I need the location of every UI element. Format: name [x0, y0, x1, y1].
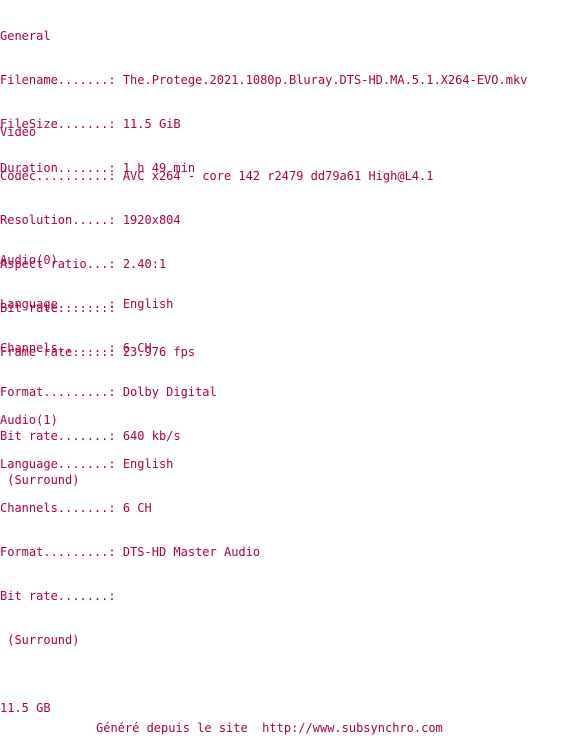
audio0-header: Audio(0)	[0, 253, 58, 267]
codec-line: Codec..........: AVC x264 - core 142 r24…	[0, 169, 434, 183]
filesize-line: FileSize.......: 11.5 GiB	[0, 117, 181, 131]
audio1-section: Audio(1) Language.......: English Channe…	[0, 384, 260, 662]
size-summary: 11.5 GB	[0, 701, 51, 715]
filename-line: Filename.......: The.Protege.2021.1080p.…	[0, 73, 528, 87]
duration-line: Duration.......: 1 h 49 min	[0, 161, 196, 175]
audio0-language-line: Language.......: English	[0, 297, 174, 311]
footer-credit: Généré depuis le site http://www.subsync…	[96, 721, 443, 735]
audio1-surround-note: (Surround)	[0, 633, 80, 647]
size-summary-section: 11.5 GB	[0, 672, 51, 730]
audio0-channels-line: Channels.......: 6 CH	[0, 341, 152, 355]
audio1-bit-rate-line: Bit rate.......:	[0, 589, 116, 603]
resolution-line: Resolution.....: 1920x804	[0, 213, 181, 227]
audio0-surround-note: (Surround)	[0, 473, 80, 487]
audio1-header: Audio(1)	[0, 413, 58, 427]
video-header: Video	[0, 125, 37, 139]
general-section: General Filename.......: The.Protege.202…	[0, 0, 527, 190]
frame-rate-line: Frame rate.....: 23.976 fps	[0, 345, 196, 359]
audio1-channels-line: Channels.......: 6 CH	[0, 501, 152, 515]
audio0-format-line: Format.........: Dolby Digital	[0, 385, 217, 399]
video-bit-rate-line: Bit rate.......:	[0, 301, 116, 315]
audio0-bit-rate-line: Bit rate.......: 640 kb/s	[0, 429, 181, 443]
aspect-ratio-line: Aspect ratio...: 2.40:1	[0, 257, 167, 271]
audio1-format-line: Format.........: DTS-HD Master Audio	[0, 545, 261, 559]
audio0-section: Audio(0) Language.......: English Channe…	[0, 224, 217, 502]
general-header: General	[0, 29, 51, 43]
video-section: Video Codec..........: AVC x264 - core 1…	[0, 96, 433, 374]
audio1-language-line: Language.......: English	[0, 457, 174, 471]
